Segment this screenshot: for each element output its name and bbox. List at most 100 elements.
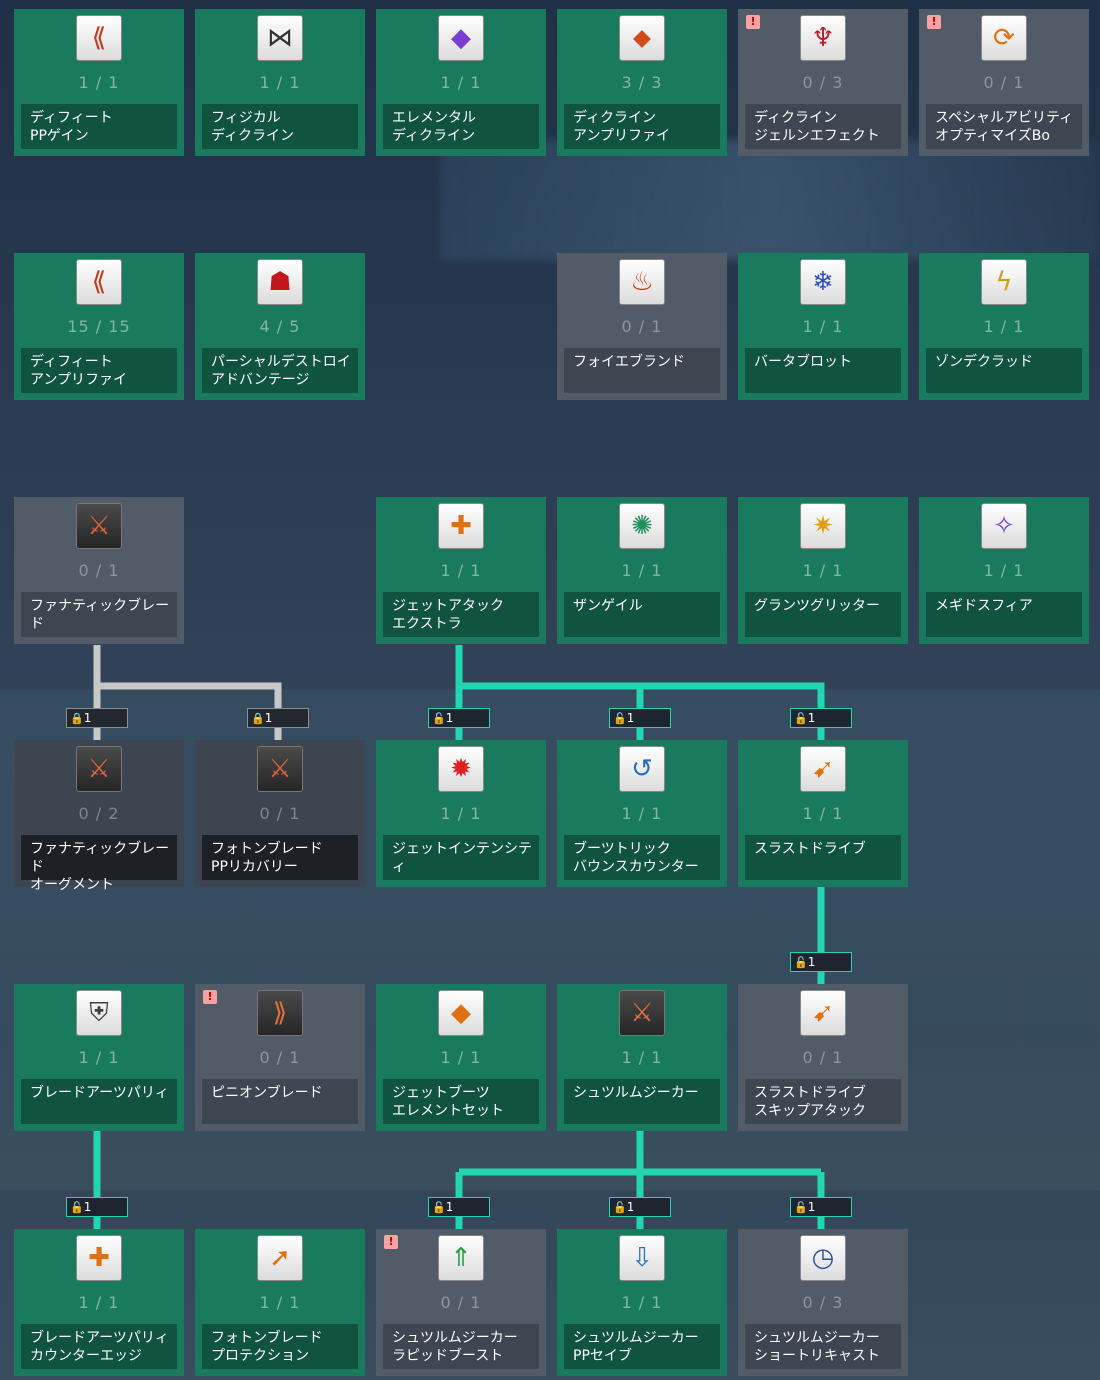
skill-card-thrust-drive[interactable]: ➹ 1 / 1 スラストドライブ <box>738 740 908 887</box>
unlock-cost: 1 <box>264 711 273 725</box>
unlock-cost: 1 <box>807 1200 816 1214</box>
unlock-requirement-thrust-skip: 🔓1 <box>790 952 852 972</box>
warning-badge-icon: ! <box>384 1235 398 1249</box>
skill-name: メギドスフィア <box>926 592 1082 637</box>
jellen-effect-icon: ♆ <box>800 15 846 61</box>
skill-name: フォトンブレード プロテクション <box>202 1324 358 1369</box>
unlocked-padlock-icon: 🔓 <box>613 1201 627 1214</box>
skill-level: 0 / 1 <box>440 1293 482 1312</box>
skill-level: 1 / 1 <box>802 804 844 823</box>
skill-level: 15 / 15 <box>67 317 131 336</box>
photon-blade-pp-icon: ⚔ <box>257 746 303 792</box>
background-glow <box>440 140 1100 260</box>
fanatic-blade-augment-icon: ⚔ <box>76 746 122 792</box>
skill-level: 1 / 1 <box>983 317 1025 336</box>
skill-level: 1 / 1 <box>440 804 482 823</box>
skill-card-grants-glitter[interactable]: ✷ 1 / 1 グランツグリッター <box>738 497 908 644</box>
crescent-claw-pp-icon: ⟪ <box>76 15 122 61</box>
light-emblem-icon: ✷ <box>800 503 846 549</box>
optimize-cycle-icon: ⟳ <box>981 15 1027 61</box>
jet-boots-elements-icon: ◆ <box>438 990 484 1036</box>
parry-counter-plus-icon: ✚ <box>76 1235 122 1281</box>
skill-level: 0 / 1 <box>983 73 1025 92</box>
sturm-geeker-icon: ⚔ <box>619 990 665 1036</box>
unlocked-padlock-icon: 🔓 <box>794 956 808 969</box>
skill-card-blade-arts-parry[interactable]: ⛨ 1 / 1 ブレードアーツパリィ <box>14 984 184 1131</box>
skill-card-sturm-geeker-pp-save[interactable]: ⇩ 1 / 1 シュツルムジーカー PPセイブ <box>557 1229 727 1376</box>
unlock-requirement-boots-trick: 🔓1 <box>609 708 671 728</box>
ice-emblem-icon: ❄ <box>800 259 846 305</box>
skill-level: 1 / 1 <box>78 1048 120 1067</box>
pinion-blade-icon: ⟫ <box>257 990 303 1036</box>
skill-level: 1 / 1 <box>621 804 663 823</box>
unlock-cost: 1 <box>807 955 816 969</box>
skill-level: 4 / 5 <box>259 317 301 336</box>
unlock-requirement-pp-save: 🔓1 <box>609 1197 671 1217</box>
skill-level: 1 / 1 <box>802 561 844 580</box>
physical-decline-icon: ⋈ <box>257 15 303 61</box>
skill-name: スラストドライブ スキップアタック <box>745 1079 901 1124</box>
skill-name: ジェットアタック エクストラ <box>383 592 539 637</box>
photon-blade-protect-icon: ➚ <box>257 1235 303 1281</box>
blade-parry-icon: ⛨ <box>76 990 122 1036</box>
skill-name: ブーツトリック バウンスカウンター <box>564 835 720 880</box>
warning-badge-icon: ! <box>927 15 941 29</box>
unlock-requirement-jet-intensity: 🔓1 <box>428 708 490 728</box>
skill-name: バータブロット <box>745 348 901 393</box>
element-gems-icon: ◆ <box>438 15 484 61</box>
skill-name: フォイエブランド <box>564 348 720 393</box>
pp-save-icon: ⇩ <box>619 1235 665 1281</box>
skill-card-boots-trick-bounce-counter[interactable]: ↺ 1 / 1 ブーツトリック バウンスカウンター <box>557 740 727 887</box>
warning-badge-icon: ! <box>203 990 217 1004</box>
skill-level: 1 / 1 <box>621 1048 663 1067</box>
skill-level: 1 / 1 <box>621 1293 663 1312</box>
skill-name: シュツルムジーカー PPセイブ <box>564 1324 720 1369</box>
skill-name: ファナティックブレード <box>21 592 177 637</box>
skill-card-barta-blot[interactable]: ❄ 1 / 1 バータブロット <box>738 253 908 400</box>
unlocked-padlock-icon: 🔓 <box>432 712 446 725</box>
skill-name: ディクライン ジェルンエフェクト <box>745 104 901 149</box>
skill-name: ディクライン アンプリファイ <box>564 104 720 149</box>
skill-name: ブレードアーツパリィ <box>21 1079 177 1124</box>
crescent-claw-icon: ⟪ <box>76 259 122 305</box>
unlock-cost: 1 <box>626 1200 635 1214</box>
skill-name: グランツグリッター <box>745 592 901 637</box>
skill-name: スラストドライブ <box>745 835 901 880</box>
skill-level: 1 / 1 <box>802 317 844 336</box>
skill-level: 1 / 1 <box>440 561 482 580</box>
red-creature-icon: ☗ <box>257 259 303 305</box>
bounce-counter-icon: ↺ <box>619 746 665 792</box>
thrust-drive-icon: ➹ <box>800 746 846 792</box>
skill-name: ブレードアーツパリィ カウンターエッジ <box>21 1324 177 1369</box>
skill-name: シュツルムジーカー ショートリキャスト <box>745 1324 901 1369</box>
skill-level: 1 / 1 <box>259 73 301 92</box>
skill-level: 3 / 3 <box>621 73 663 92</box>
skill-name: ザンゲイル <box>564 592 720 637</box>
